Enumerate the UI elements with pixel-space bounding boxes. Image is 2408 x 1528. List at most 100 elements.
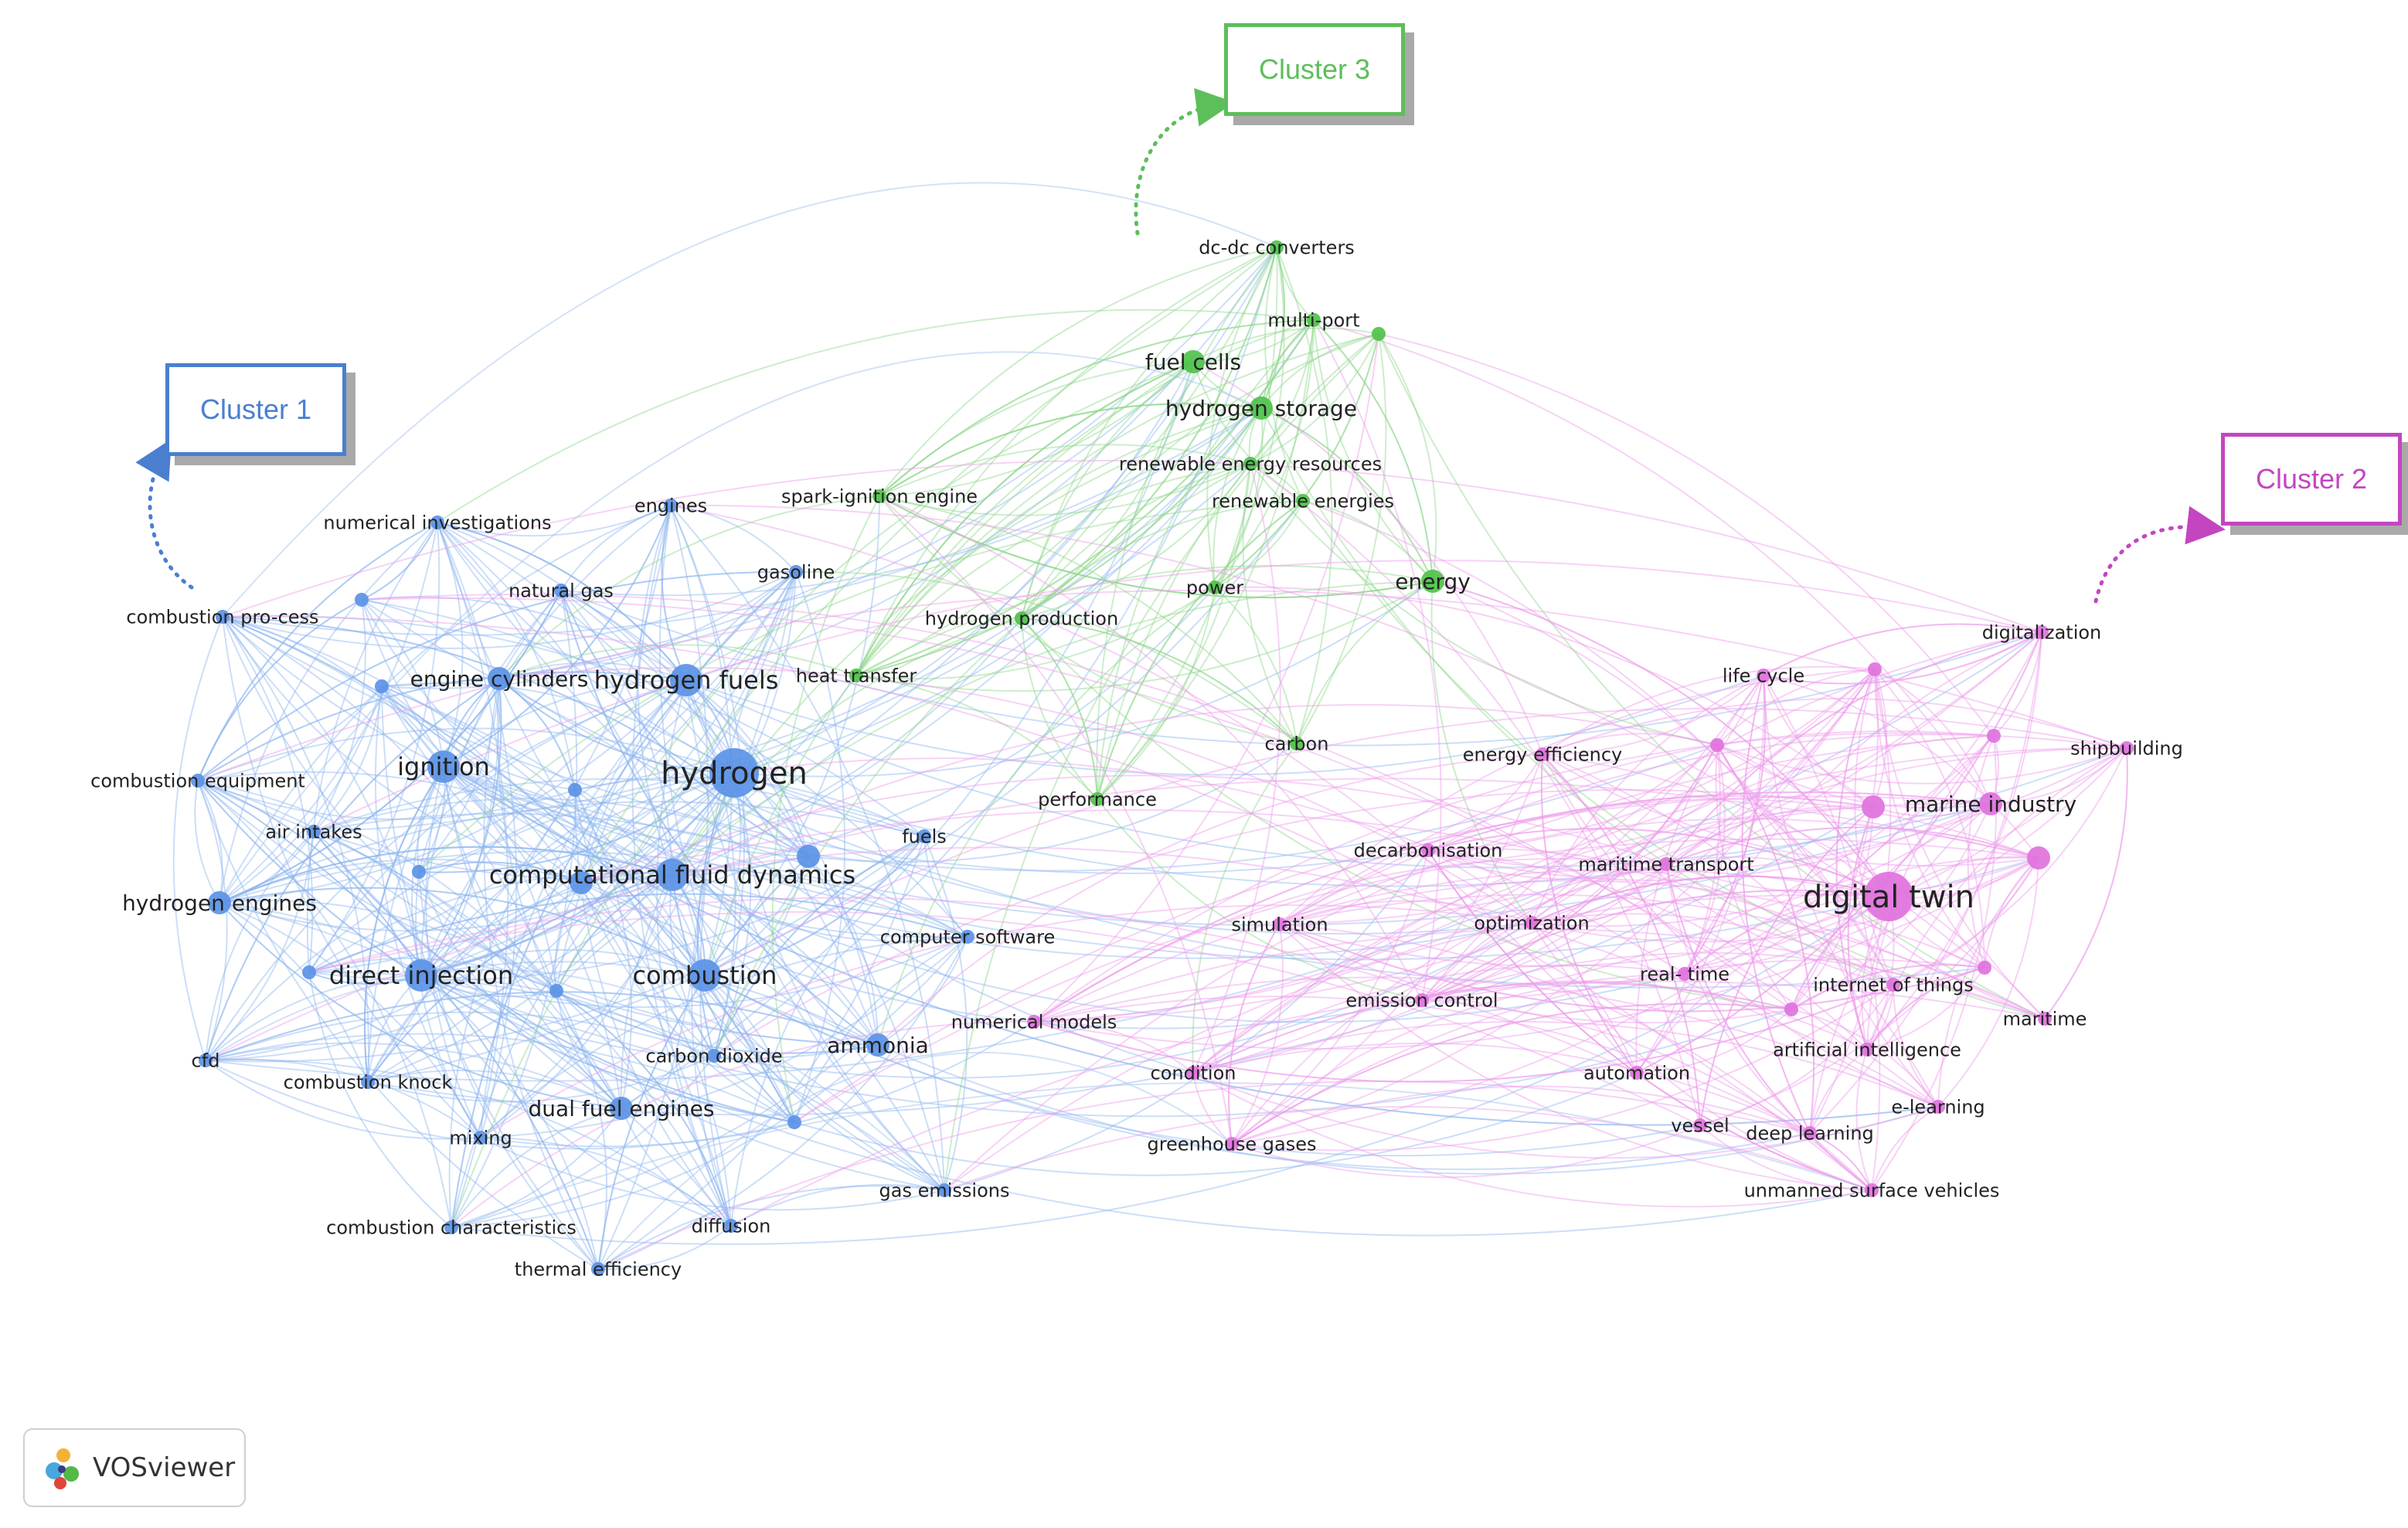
label-hydrogen_storage[interactable]: hydrogen storage — [1165, 396, 1357, 421]
node-e_learning[interactable] — [1931, 1100, 1945, 1114]
node-gasoline[interactable] — [789, 565, 803, 579]
node-numerical_models[interactable] — [1027, 1015, 1041, 1029]
node-digitalization[interactable] — [2035, 625, 2049, 639]
label-carbon[interactable]: carbon — [1265, 733, 1329, 754]
label-greenhouse_gases[interactable]: greenhouse gases — [1147, 1133, 1316, 1155]
node-hydrogen_production[interactable] — [1015, 611, 1029, 625]
label-air_intakes[interactable]: air intakes — [265, 821, 362, 842]
label-combustion[interactable]: combustion — [633, 961, 777, 990]
node-p2[interactable] — [1710, 738, 1724, 752]
label-hydrogen_fuels[interactable]: hydrogen fuels — [594, 665, 779, 695]
node-hydrogen[interactable] — [709, 748, 759, 798]
node-unmanned_surface_vehicles[interactable] — [1865, 1183, 1879, 1197]
node-maritime[interactable] — [2038, 1012, 2052, 1026]
label-renewable_energy_resources[interactable]: renewable energy resources — [1119, 453, 1382, 475]
label-hydrogen[interactable]: hydrogen — [661, 756, 808, 791]
node-condition[interactable] — [1186, 1066, 1200, 1080]
label-diffusion[interactable]: diffusion — [692, 1215, 771, 1237]
node-air_intakes[interactable] — [307, 825, 321, 839]
node-u9[interactable] — [787, 1115, 801, 1129]
node-p3[interactable] — [1987, 729, 2001, 743]
node-dc_dc[interactable] — [1270, 240, 1284, 254]
label-combustion_process[interactable]: combustion pro-cess — [126, 606, 318, 628]
node-combustion_equipment[interactable] — [191, 774, 205, 788]
label-real_time[interactable]: real- time — [1640, 963, 1729, 985]
node-cfd[interactable] — [199, 1053, 213, 1067]
label-heat_transfer[interactable]: heat transfer — [796, 665, 917, 686]
node-u5[interactable] — [570, 871, 593, 894]
label-dual_fuel_engines[interactable]: dual fuel engines — [529, 1096, 715, 1121]
node-thermal_efficiency[interactable] — [591, 1262, 605, 1276]
node-p7[interactable] — [1784, 1002, 1798, 1016]
node-p5[interactable] — [2027, 846, 2050, 869]
node-internet_of_things[interactable] — [1886, 978, 1900, 992]
label-direct_injection[interactable]: direct injection — [329, 961, 513, 990]
node-u2[interactable] — [375, 679, 389, 693]
label-automation[interactable]: automation — [1583, 1062, 1690, 1084]
node-ignition[interactable] — [427, 750, 460, 783]
label-optimization[interactable]: optimization — [1474, 912, 1589, 934]
node-maritime_transport[interactable] — [1659, 857, 1673, 871]
label-condition[interactable]: condition — [1151, 1062, 1236, 1084]
label-thermal_efficiency[interactable]: thermal efficiency — [515, 1258, 682, 1280]
label-maritime_transport[interactable]: maritime transport — [1578, 853, 1753, 875]
label-computer_software[interactable]: computer software — [880, 926, 1055, 948]
label-decarbonisation[interactable]: decarbonisation — [1354, 839, 1503, 861]
label-life_cycle[interactable]: life cycle — [1723, 665, 1804, 686]
label-engines[interactable]: engines — [634, 495, 707, 516]
node-shipbuilding[interactable] — [2120, 741, 2134, 755]
label-unmanned_surface_vehicles[interactable]: unmanned surface vehicles — [1744, 1179, 2000, 1201]
label-cfd[interactable]: cfd — [192, 1050, 220, 1071]
node-artificial_intelligence[interactable] — [1860, 1043, 1874, 1057]
label-energy[interactable]: energy — [1395, 569, 1471, 594]
node-p1[interactable] — [1868, 662, 1882, 676]
node-energy_efficiency[interactable] — [1536, 747, 1549, 761]
label-fuel_cells[interactable]: fuel cells — [1145, 349, 1241, 375]
node-u1[interactable] — [355, 593, 369, 607]
node-life_cycle[interactable] — [1757, 669, 1770, 682]
node-spark_ignition[interactable] — [872, 489, 886, 503]
node-numerical_investigations[interactable] — [430, 516, 444, 529]
node-gas_emissions[interactable] — [937, 1183, 951, 1197]
node-combustion_characteristics[interactable] — [444, 1220, 458, 1234]
node-energy[interactable] — [1421, 570, 1444, 593]
node-g1[interactable] — [1372, 327, 1386, 341]
node-engine_cylinders[interactable] — [488, 667, 511, 690]
label-power[interactable]: power — [1186, 577, 1243, 598]
node-heat_transfer[interactable] — [849, 669, 863, 682]
node-digital_twin[interactable] — [1864, 872, 1913, 921]
node-p4[interactable] — [1862, 795, 1885, 818]
node-carbon[interactable] — [1290, 737, 1304, 750]
label-simulation[interactable]: simulation — [1231, 914, 1328, 935]
label-vessel[interactable]: vessel — [1671, 1115, 1729, 1136]
node-hydrogen_engines[interactable] — [208, 891, 231, 914]
label-engine_cylinders[interactable]: engine cylinders — [410, 666, 589, 692]
node-performance[interactable] — [1090, 792, 1104, 806]
label-deep_learning[interactable]: deep learning — [1746, 1122, 1874, 1144]
node-decarbonisation[interactable] — [1421, 843, 1435, 857]
label-spark_ignition[interactable]: spark-ignition engine — [781, 485, 978, 507]
node-simulation[interactable] — [1273, 917, 1287, 931]
node-renewable_energy_resources[interactable] — [1243, 457, 1257, 471]
node-hydrogen_fuels[interactable] — [670, 664, 702, 696]
label-ammonia[interactable]: ammonia — [827, 1033, 929, 1058]
label-e_learning[interactable]: e-learning — [1891, 1096, 1985, 1118]
node-real_time[interactable] — [1678, 967, 1692, 981]
label-shipbuilding[interactable]: shipbuilding — [2070, 737, 2183, 759]
label-digitalization[interactable]: digitalization — [1982, 621, 2102, 643]
node-hydrogen_storage[interactable] — [1250, 396, 1273, 420]
label-energy_efficiency[interactable]: energy efficiency — [1463, 744, 1622, 765]
node-optimization[interactable] — [1525, 916, 1539, 930]
node-combustion_knock[interactable] — [361, 1075, 375, 1089]
node-direct_injection[interactable] — [405, 959, 437, 992]
node-u6[interactable] — [797, 845, 820, 868]
label-artificial_intelligence[interactable]: artificial intelligence — [1773, 1039, 1961, 1060]
node-dual_fuel_engines[interactable] — [610, 1097, 633, 1120]
label-carbon_dioxide[interactable]: carbon dioxide — [645, 1045, 782, 1067]
label-digital_twin[interactable]: digital twin — [1803, 880, 1974, 915]
label-marine_industry[interactable]: marine industry — [1905, 791, 2076, 817]
label-natural_gas[interactable]: natural gas — [508, 580, 614, 601]
node-natural_gas[interactable] — [554, 584, 568, 597]
node-engines[interactable] — [664, 499, 678, 512]
node-combustion_process[interactable] — [216, 610, 230, 624]
